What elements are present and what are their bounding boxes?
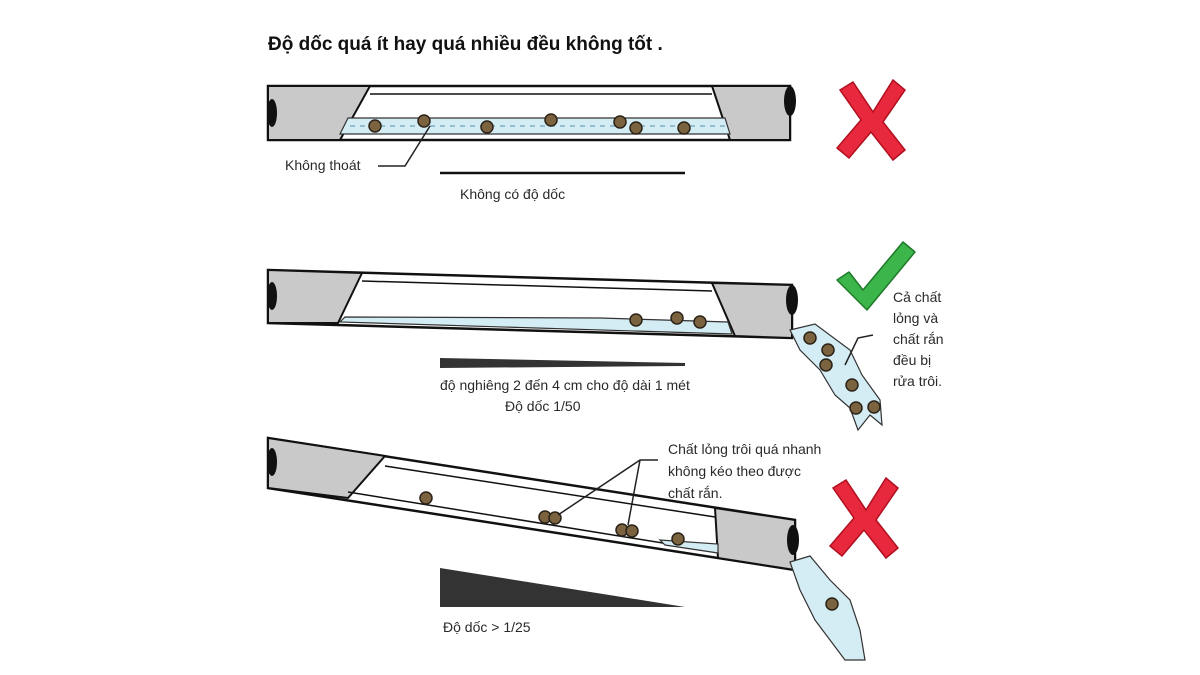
callout-no-drain: Không thoát xyxy=(285,157,361,173)
callout-solids-left-behind: Chất lỏng trôi quá nhanh không kéo theo … xyxy=(668,441,825,501)
panel-steep-slope: Chất lỏng trôi quá nhanh không kéo theo … xyxy=(266,436,900,661)
solid-waste xyxy=(629,311,881,415)
steep-pipe-left-wall xyxy=(267,436,387,500)
panel-flat-pipe: Không thoát Không có độ dốc xyxy=(266,78,907,202)
red-x-icon xyxy=(835,78,907,162)
callout-leader xyxy=(557,459,658,526)
gentle-slope-wedge xyxy=(440,358,685,368)
callout-leader xyxy=(844,334,874,366)
green-check-icon xyxy=(836,241,916,311)
callout-washed-away: Cả chất lỏng và chất rắn đều bị rửa trôi… xyxy=(893,289,947,389)
pipe-end-left xyxy=(267,99,277,127)
slope-ratio-steep: Độ dốc > 1/25 xyxy=(443,619,531,635)
steep-slope-wedge xyxy=(440,568,685,607)
diagram-title: Độ dốc quá ít hay quá nhiều đều không tố… xyxy=(268,34,663,55)
slope-label-flat: Không có độ dốc xyxy=(460,186,565,202)
solid-waste xyxy=(368,113,691,135)
panel-correct-slope: Cả chất lỏng và chất rắn đều bị rửa trôi… xyxy=(266,241,947,432)
callout-leader xyxy=(378,125,431,167)
slope-label-correct: độ nghiêng 2 đến 4 cm cho độ dài 1 mét xyxy=(440,377,690,393)
pipe-end-right xyxy=(784,86,796,116)
steep-pipe-right-wall xyxy=(713,506,796,572)
slope-ratio-correct: Độ dốc 1/50 xyxy=(505,398,581,414)
correct-pipe-right-wall xyxy=(710,281,793,340)
correct-pipe-left-wall xyxy=(267,268,364,324)
red-x-icon xyxy=(828,476,900,560)
